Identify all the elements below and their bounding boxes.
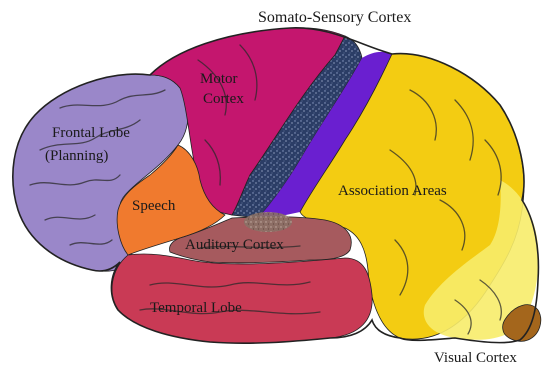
label-temporal-line-1: Temporal Lobe: [150, 300, 242, 316]
label-frontal-line-1: Frontal Lobe: [52, 125, 130, 141]
label-somato: Somato-Sensory Cortex: [258, 9, 411, 26]
label-motor-line-1: Motor: [200, 71, 238, 87]
auditory-texture: [244, 212, 292, 232]
label-speech: Speech: [132, 198, 176, 214]
label-auditory: Auditory Cortex: [185, 237, 284, 253]
label-association: Association Areas: [338, 183, 447, 199]
label-auditory-line-1: Auditory Cortex: [185, 237, 284, 253]
label-visual-line-1: Visual Cortex: [434, 350, 517, 366]
label-somato-line-1: Somato-Sensory Cortex: [258, 9, 411, 26]
label-association-line-1: Association Areas: [338, 183, 447, 199]
label-temporal: Temporal Lobe: [150, 300, 242, 316]
label-speech-line-1: Speech: [132, 198, 176, 214]
label-frontal-line-2: (Planning): [45, 148, 108, 164]
label-motor-line-2: Cortex: [203, 91, 244, 107]
label-visual: Visual Cortex: [434, 350, 517, 366]
